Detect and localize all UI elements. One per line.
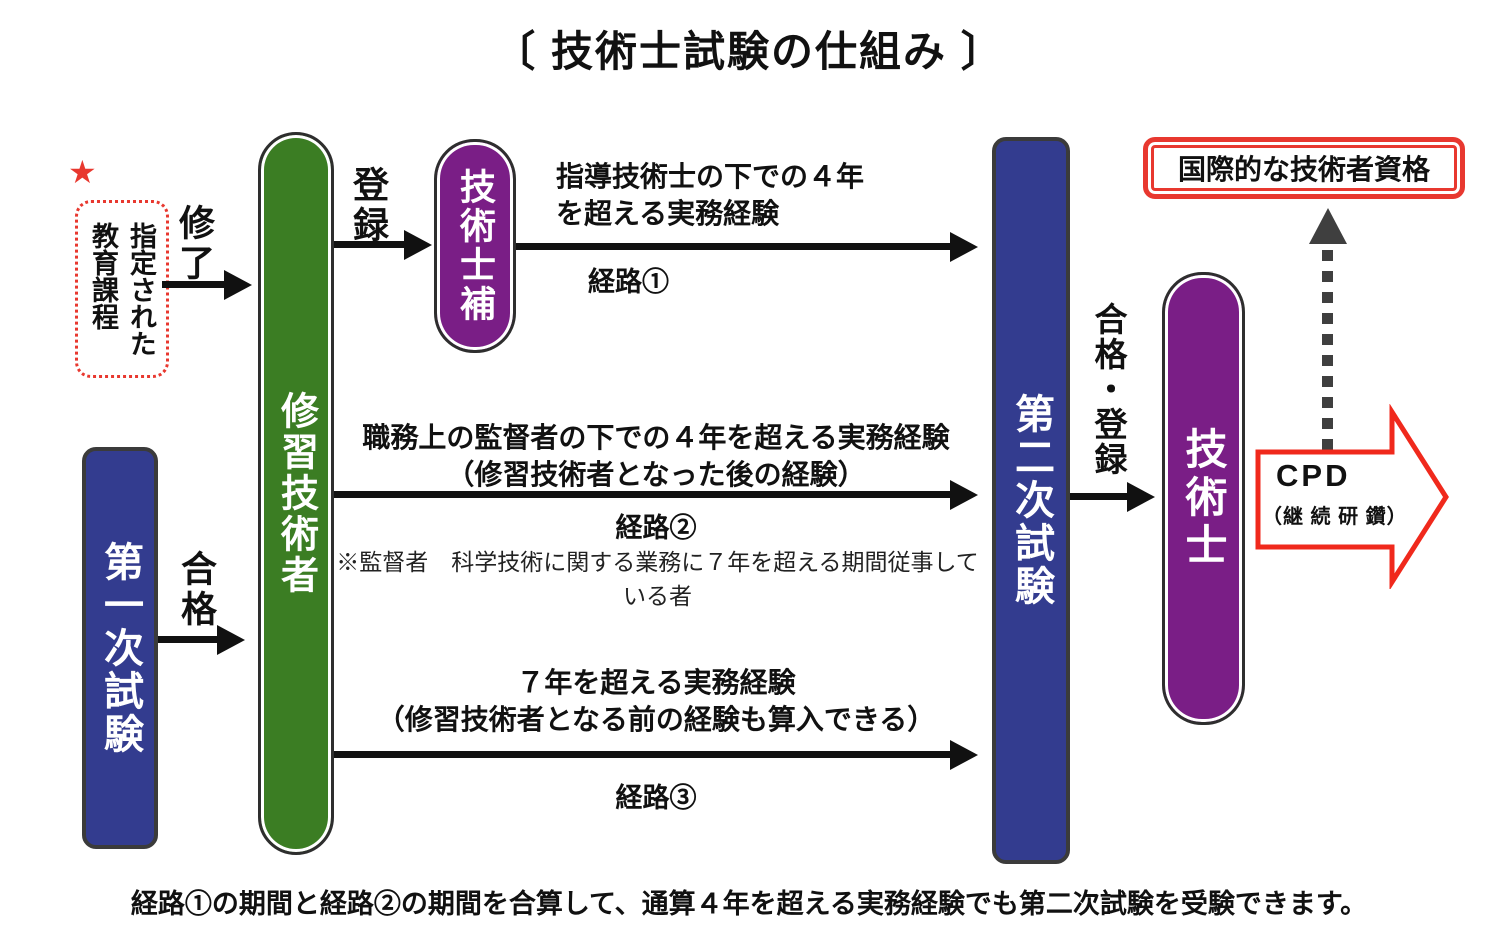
engineer-assistant-label: 技術士補 xyxy=(455,168,496,324)
cpd-title: CPD xyxy=(1276,458,1351,493)
star-icon: ★ xyxy=(68,154,97,190)
pass-register-arrow xyxy=(1063,493,1127,500)
trainee-engineer-label: 修習技術者 xyxy=(274,391,317,596)
route2-desc-line2: （修習技術者となった後の経験） xyxy=(446,459,866,490)
route3-arrow xyxy=(333,751,950,758)
cpd-subtitle: （継 続 研 鑽） xyxy=(1262,506,1408,528)
engineer-label: 技術士 xyxy=(1180,426,1227,571)
route3-label: 経路③ xyxy=(615,783,697,813)
designated-course-line2: 教育課程 xyxy=(88,221,118,330)
second-exam-bar: 第二次試験 xyxy=(992,137,1070,864)
pass-label: 合格 xyxy=(176,550,217,630)
footer-note: 経路①の期間と経路②の期間を合算して、通算４年を超える実務経験でも第二次試験を受… xyxy=(130,889,1368,919)
designated-course-text: 指定された 教育課程 xyxy=(84,222,160,357)
registration-arrow xyxy=(333,241,404,248)
up-dotted-arrow-line xyxy=(1322,250,1333,452)
route1-desc-line1: 指導技術士の下での４年 xyxy=(556,161,865,192)
designated-course-line1: 指定された xyxy=(126,221,156,357)
pass-arrow xyxy=(151,636,217,643)
trainee-engineer-bar: 修習技術者 xyxy=(258,132,334,855)
engineer-capsule: 技術士 xyxy=(1162,272,1245,725)
completion-arrow xyxy=(162,281,224,288)
route2-supervisor-note: ※監督者 科学技術に関する業務に７年を超える期間従事している者 xyxy=(336,550,979,609)
route1-description: 指導技術士の下での４年 を超える実務経験 xyxy=(556,158,864,232)
registration-label: 登録 xyxy=(348,166,389,246)
page-title: 〔 技術士試験の仕組み 〕 xyxy=(493,28,1005,75)
route1-arrow xyxy=(511,243,950,250)
up-dotted-arrow-head xyxy=(1309,208,1347,244)
route3-desc-line1: ７年を超える実務経験 xyxy=(516,667,796,698)
route2-arrow xyxy=(333,491,950,498)
cpd-arrow xyxy=(1255,404,1449,589)
route2-desc-line1: 職務上の監督者の下での４年を超える実務経験 xyxy=(362,422,950,453)
completion-label: 修了 xyxy=(174,204,215,284)
first-exam-label: 第一次試験 xyxy=(98,540,142,756)
pass-register-label: 合格・登録 xyxy=(1090,302,1127,477)
route2-description: 職務上の監督者の下での４年を超える実務経験 （修習技術者となった後の経験） xyxy=(335,419,977,493)
route1-desc-line2: を超える実務経験 xyxy=(556,198,780,229)
route3-desc-line2: （修習技術者となる前の経験も算入できる） xyxy=(376,704,936,735)
international-cert-box: 国際的な技術者資格 xyxy=(1143,137,1465,199)
route2-label: 経路② xyxy=(615,513,697,543)
first-exam-bar: 第一次試験 xyxy=(82,447,158,849)
cpd-arrow-shape xyxy=(1255,404,1449,589)
second-exam-label: 第二次試験 xyxy=(1009,393,1053,608)
international-cert-label: 国際的な技術者資格 xyxy=(1177,154,1430,185)
engineer-assistant-capsule: 技術士補 xyxy=(434,139,516,353)
route3-description: ７年を超える実務経験 （修習技術者となる前の経験も算入できる） xyxy=(335,664,977,738)
designated-course-box: 指定された 教育課程 xyxy=(75,200,169,378)
route1-label: 経路① xyxy=(588,267,669,297)
